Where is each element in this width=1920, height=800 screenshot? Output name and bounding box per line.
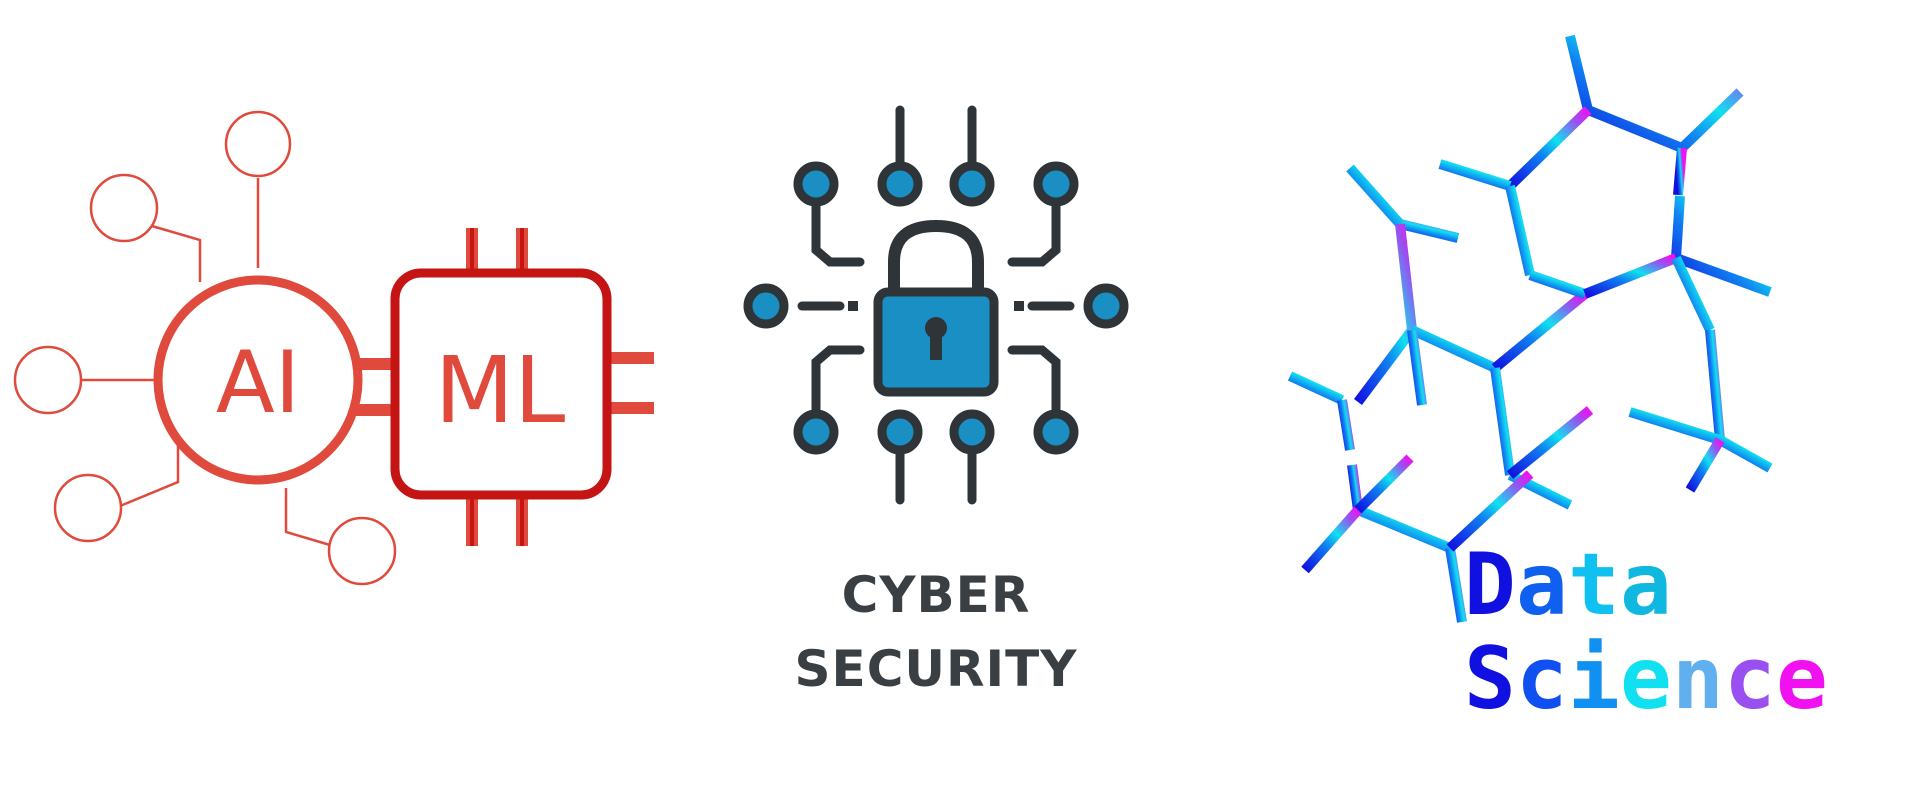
cyber-title-line1: CYBER xyxy=(842,566,1031,624)
ai-circle xyxy=(153,275,363,485)
ml-chip xyxy=(390,268,612,500)
data-science-logo: D a t a S c i e n c e xyxy=(1190,0,1920,800)
node-upper-left xyxy=(89,173,159,243)
ml-label: ML xyxy=(435,337,566,444)
lattice-lines xyxy=(1287,34,1773,623)
science-word: S c i e n c e xyxy=(1464,629,1828,729)
node-left xyxy=(13,345,83,415)
ds-letter: i xyxy=(1568,629,1620,729)
cyber-circuit-lock-icon: CYBER SECURITY xyxy=(743,105,1129,698)
ds-letter: e xyxy=(1776,629,1828,729)
cyber-circuit-nodes xyxy=(743,161,1129,455)
ds-letter: a xyxy=(1516,535,1568,635)
ml-chip-pin-cores xyxy=(470,228,524,546)
ds-letter: a xyxy=(1620,535,1672,635)
node-top xyxy=(224,110,292,178)
ds-letter: D xyxy=(1464,535,1516,635)
ds-letter: n xyxy=(1672,629,1724,729)
ai-satellite-nodes xyxy=(13,110,397,586)
ds-letter: c xyxy=(1516,629,1568,729)
ds-letter: S xyxy=(1464,629,1516,729)
cyber-title-line2: SECURITY xyxy=(795,640,1078,698)
ai-ml-bridge xyxy=(352,358,398,416)
padlock-icon xyxy=(873,219,999,397)
ds-letter: e xyxy=(1620,629,1672,729)
cyber-security-logo: CYBER SECURITY xyxy=(700,0,1200,800)
data-word: D a t a xyxy=(1464,535,1672,635)
cyber-circuit-traces xyxy=(797,105,1075,505)
ds-letter: t xyxy=(1568,535,1620,635)
node-lower-left xyxy=(53,473,123,543)
ai-ml-logo: AI ML xyxy=(0,0,680,800)
ds-letter: c xyxy=(1724,629,1776,729)
ai-label: AI xyxy=(216,333,300,433)
ai-connector-lines xyxy=(80,178,331,547)
data-science-lattice-icon: D a t a S c i e n c e xyxy=(1287,34,1828,729)
node-lower-right xyxy=(327,516,397,586)
ai-ml-circuit-icon: AI ML xyxy=(13,110,654,586)
cyber-trace-dashes xyxy=(848,301,1024,311)
